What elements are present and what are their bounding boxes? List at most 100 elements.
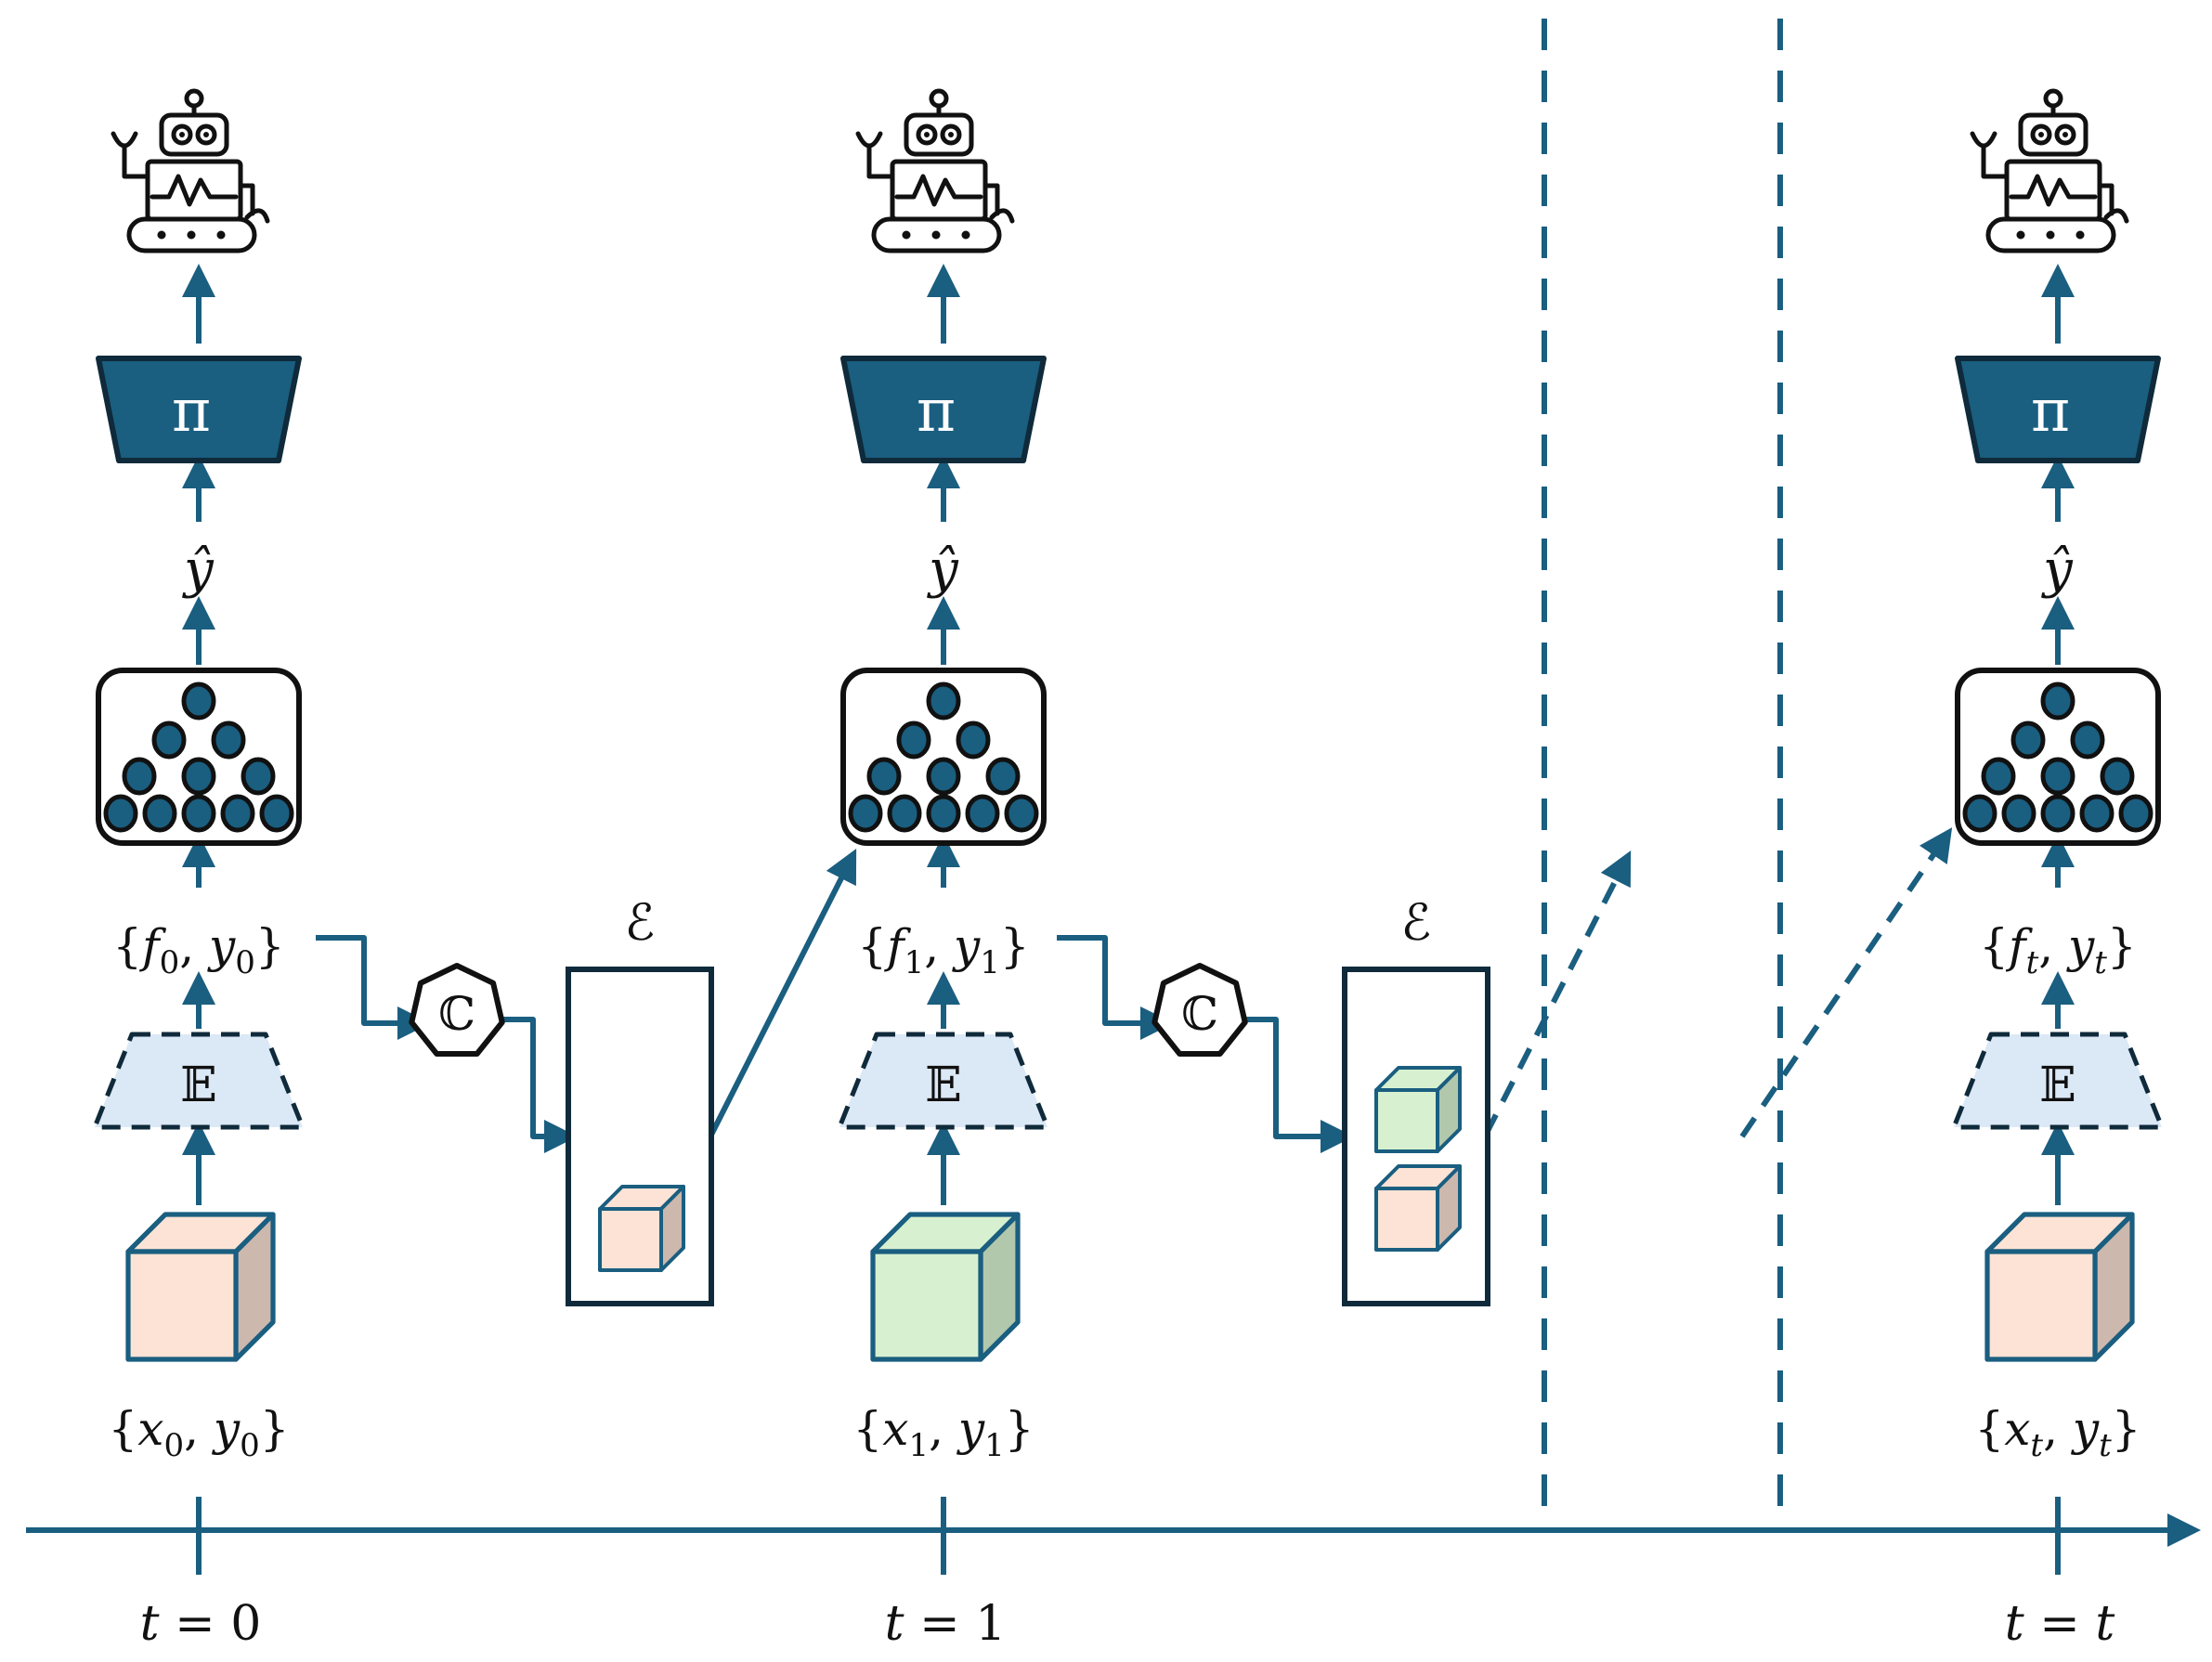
memory-label: ℰ	[625, 893, 656, 952]
neuron-3-4	[1004, 794, 1039, 833]
neuron-0-0	[926, 682, 961, 721]
memory-label: ℰ	[1401, 893, 1432, 952]
robot-heartbeat	[894, 174, 983, 207]
robot-arm-left	[866, 144, 895, 179]
prediction-label: ŷ	[2040, 539, 2074, 600]
symbol-y: y	[2071, 1402, 2100, 1456]
time-variable: t	[2005, 1596, 2024, 1652]
subscript-x: 1	[908, 1427, 929, 1464]
robot-claw-left	[855, 131, 883, 149]
arrow-replay-to-network	[1739, 827, 1953, 1138]
arrow-features-to-compressor	[1057, 935, 1174, 1040]
subscript-y: 1	[984, 1427, 1005, 1464]
data-cube-icon	[125, 1212, 276, 1362]
neuron-2-0	[1981, 757, 2016, 796]
time-variable: t	[140, 1596, 160, 1652]
inputs-label: {x0, y0}	[108, 1402, 289, 1464]
arrow-features-to-compressor	[316, 935, 431, 1040]
time-value: 0	[230, 1596, 261, 1652]
brace-close: }	[1005, 1402, 1034, 1456]
heptagon-compressor-icon	[409, 963, 505, 1057]
heptagon-compressor-icon	[1152, 963, 1248, 1057]
subscript-f: 0	[160, 944, 180, 981]
robot-icon	[111, 88, 270, 253]
robot-claw-left	[1970, 131, 1997, 149]
time-label: t = 1	[885, 1596, 1007, 1652]
separator-comma: ,	[179, 919, 209, 973]
cube-front-face	[598, 1207, 663, 1272]
brace-close: }	[260, 1402, 290, 1456]
robot-pupil-left	[179, 132, 185, 137]
neuron-1-0	[151, 721, 187, 760]
neuron-2-2	[241, 757, 276, 796]
data-cube-icon	[1984, 1212, 2135, 1362]
neuron-1-0	[2010, 721, 2046, 760]
robot-arm-right	[2097, 183, 2114, 216]
brace-open: {	[112, 919, 142, 973]
encoder-symbol: 𝔼	[2039, 1058, 2076, 1113]
neuron-3-3	[2079, 794, 2114, 833]
arrow-compressor-to-memory	[1244, 1017, 1354, 1153]
neuron-3-2	[181, 794, 216, 833]
arrow-memory-to-network	[707, 848, 857, 1140]
encoder-symbol: 𝔼	[180, 1058, 217, 1113]
neuron-3-3	[220, 794, 255, 833]
compressor-symbol: ℂ	[438, 987, 475, 1041]
separator-comma: ,	[2038, 919, 2068, 973]
symbol-y: y	[956, 1402, 985, 1456]
robot-wheel-1	[931, 230, 941, 240]
robot-pupil-left	[924, 132, 930, 137]
neuron-1-1	[211, 721, 246, 760]
features-label: {f0, y0}	[112, 919, 284, 981]
encoder-trapezoid-icon	[1951, 1032, 2165, 1130]
brace-open: {	[1974, 1402, 2004, 1456]
arrow-memory-to-future	[1483, 850, 1632, 1136]
robot-wheel-0	[157, 230, 166, 240]
robot-arm-right	[982, 183, 1000, 216]
subscript-y: 0	[240, 1427, 260, 1464]
brace-close: }	[1000, 919, 1030, 973]
neuron-1-0	[896, 721, 931, 760]
cube-front-face	[1984, 1249, 2098, 1362]
robot-heartbeat	[150, 174, 239, 207]
policy-trapezoid-icon	[1955, 356, 2161, 463]
cube-front-face	[1374, 1088, 1439, 1153]
policy-symbol: π	[172, 377, 211, 446]
brace-open: {	[1979, 919, 2009, 973]
brace-open: {	[108, 1402, 137, 1456]
separator-comma: ,	[184, 1402, 214, 1456]
time-value: t	[2095, 1596, 2114, 1652]
time-equals: =	[2024, 1596, 2096, 1652]
policy-trapezoid-icon	[840, 356, 1047, 463]
symbol-y: y	[2066, 919, 2095, 973]
robot-wheel-1	[187, 230, 196, 240]
subscript-y: 0	[235, 944, 255, 981]
neuron-3-0	[848, 794, 883, 833]
neural-network-icon	[96, 668, 302, 846]
labels-layer: πŷ{f0, y0}𝔼{x0, y0}t = 0πŷ{f1, y1}𝔼{x1, …	[108, 377, 2140, 1652]
robot-arm-left	[122, 144, 150, 179]
subscript-f: 1	[904, 944, 925, 981]
features-label: {f1, y1}	[857, 919, 1029, 981]
symbol-x: x	[882, 1402, 908, 1456]
symbol-y: y	[207, 919, 236, 973]
encoder-trapezoid-icon	[92, 1032, 306, 1130]
subscript-y: t	[2094, 944, 2107, 981]
subscript-x: 0	[163, 1427, 184, 1464]
separator-comma: ,	[924, 919, 954, 973]
time-equals: =	[160, 1596, 231, 1652]
robot-wheel-2	[961, 230, 970, 240]
robot-pupil-right	[203, 132, 209, 137]
time-label: t = 0	[140, 1596, 262, 1652]
encoder-trapezoid-icon	[837, 1032, 1050, 1130]
neuron-1-1	[956, 721, 991, 760]
robot-wheel-2	[216, 230, 226, 240]
subscript-f: t	[2026, 944, 2039, 981]
prediction-label: ŷ	[926, 539, 959, 600]
symbol-x: x	[2004, 1402, 2030, 1456]
cube-front-face	[870, 1249, 983, 1362]
prediction-label: ŷ	[181, 539, 215, 600]
cube-front-face	[125, 1249, 239, 1362]
neuron-1-1	[2070, 721, 2105, 760]
features-label: {ft, yt}	[1979, 919, 2137, 981]
